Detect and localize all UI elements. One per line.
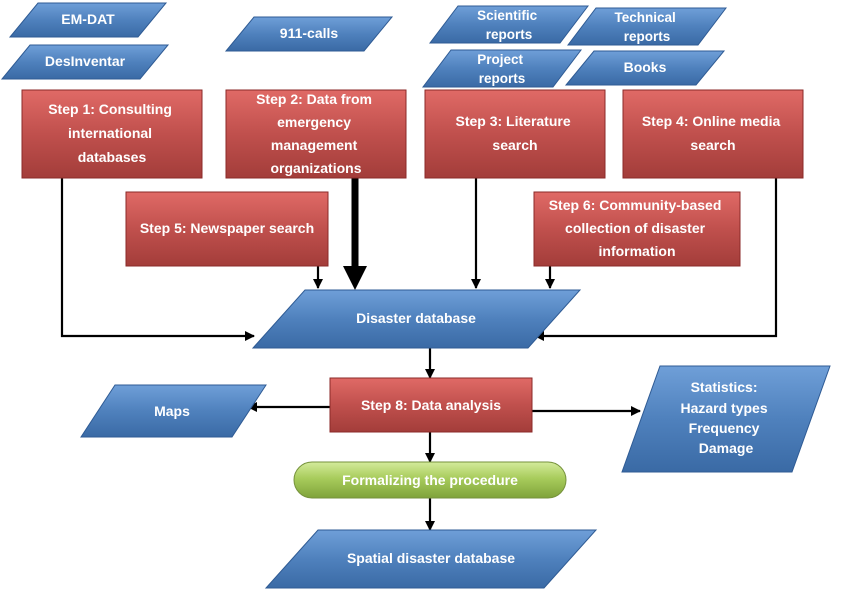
svg-text:Technical reports: Technical reports xyxy=(614,10,679,44)
step-label: Step 1: Consulting xyxy=(48,101,172,117)
step-4-box: Step 4: Online media search xyxy=(622,89,804,179)
arrow-step1-to-database xyxy=(60,178,255,341)
output-label: Frequency xyxy=(689,420,760,436)
database-label: Spatial disaster database xyxy=(347,550,515,566)
step-label: collection of disaster xyxy=(565,220,706,236)
source-label: reports xyxy=(486,27,533,42)
formalizing-label: Formalizing the procedure xyxy=(342,472,518,488)
source-label: reports xyxy=(624,29,671,44)
svg-text:Step 5: Newspaper search: Step 5: Newspaper search xyxy=(140,220,314,236)
svg-text:Step 8: Data analysis: Step 8: Data analysis xyxy=(361,397,501,413)
step-label: search xyxy=(690,137,735,153)
arrow-step4-to-database xyxy=(534,178,778,341)
step-label: Step 6: Community-based xyxy=(549,197,722,213)
svg-text:Maps: Maps xyxy=(154,403,190,419)
source-label: DesInventar xyxy=(45,53,126,69)
svg-text:Step 6: Community-based: Step 6: Community-based collection of di… xyxy=(549,197,726,259)
arrow-step2-to-database-head xyxy=(343,266,367,290)
source-label: EM-DAT xyxy=(61,11,115,27)
source-label: 911-calls xyxy=(280,25,339,41)
svg-text:Spatial disaster database: Spatial disaster database xyxy=(347,550,515,566)
step-8-box: Step 8: Data analysis xyxy=(329,377,533,433)
step-label: Step 4: Online media xyxy=(642,113,781,129)
svg-text:Step 3: Literature searc: Step 3: Literature search xyxy=(455,113,574,153)
step-label: emergency xyxy=(277,114,351,130)
step-label: international xyxy=(68,125,152,141)
svg-text:Project reports: Project reports xyxy=(477,52,527,86)
step-2-box: Step 2: Data from emergency management o… xyxy=(225,89,407,179)
step-1-box: Step 1: Consulting international databas… xyxy=(21,89,203,179)
step-label: search xyxy=(492,137,537,153)
formalizing-procedure: Formalizing the procedure xyxy=(293,461,567,499)
database-label: Disaster database xyxy=(356,310,476,326)
svg-text:Statistics: Hazard types: Statistics: Hazard types Frequency Damag… xyxy=(680,379,771,456)
svg-text:911-calls: 911-calls xyxy=(280,25,339,41)
step-6-box: Step 6: Community-based collection of di… xyxy=(533,191,741,267)
svg-text:Disaster database: Disaster database xyxy=(356,310,476,326)
svg-text:EM-DAT: EM-DAT xyxy=(61,11,115,27)
svg-text:Step 1: Consulting inter: Step 1: Consulting international databas… xyxy=(48,101,176,165)
svg-text:DesInventar: DesInventar xyxy=(45,53,126,69)
step-3-box: Step 3: Literature search xyxy=(424,89,606,179)
source-books: Books xyxy=(564,50,726,86)
step-label: management xyxy=(271,137,358,153)
source-label: Project xyxy=(477,52,523,67)
svg-text:Books: Books xyxy=(624,59,667,75)
source-technical-reports: Technical reports xyxy=(566,7,728,46)
step-label: databases xyxy=(78,149,147,165)
svg-text:Step 4: Online media sea: Step 4: Online media search xyxy=(642,113,784,153)
source-label: Scientific xyxy=(477,8,538,23)
step-label: organizations xyxy=(270,160,361,176)
maps-output: Maps xyxy=(80,384,267,438)
output-label: Maps xyxy=(154,403,190,419)
svg-text:Formalizing the procedure: Formalizing the procedure xyxy=(342,472,518,488)
statistics-output: Statistics: Hazard types Frequency Damag… xyxy=(621,365,831,473)
step-5-box: Step 5: Newspaper search xyxy=(125,191,329,267)
source-project-reports: Project reports xyxy=(421,49,583,88)
output-label: Hazard types xyxy=(680,400,767,416)
spatial-disaster-database: Spatial disaster database xyxy=(264,529,598,589)
step-label: information xyxy=(599,243,676,259)
step-label: Step 5: Newspaper search xyxy=(140,220,314,236)
svg-text:Scientific reports: Scientific reports xyxy=(477,8,541,42)
source-label: Technical xyxy=(614,10,675,25)
step-label: Step 2: Data from xyxy=(256,91,372,107)
step-label: Step 3: Literature xyxy=(455,113,570,129)
svg-text:Step 2: Data from emerge: Step 2: Data from emergency management o… xyxy=(256,91,376,176)
disaster-database: Disaster database xyxy=(251,289,582,349)
step-label: Step 8: Data analysis xyxy=(361,397,501,413)
output-label: Statistics: xyxy=(691,379,758,395)
source-label: Books xyxy=(624,59,667,75)
source-scientific-reports: Scientific reports xyxy=(428,5,590,44)
connectors xyxy=(60,178,778,531)
source-label: reports xyxy=(479,71,526,86)
source-desinventar: DesInventar xyxy=(0,44,170,80)
source-911-calls: 911-calls xyxy=(224,16,394,52)
source-em-dat: EM-DAT xyxy=(8,2,168,38)
output-label: Damage xyxy=(699,440,754,456)
